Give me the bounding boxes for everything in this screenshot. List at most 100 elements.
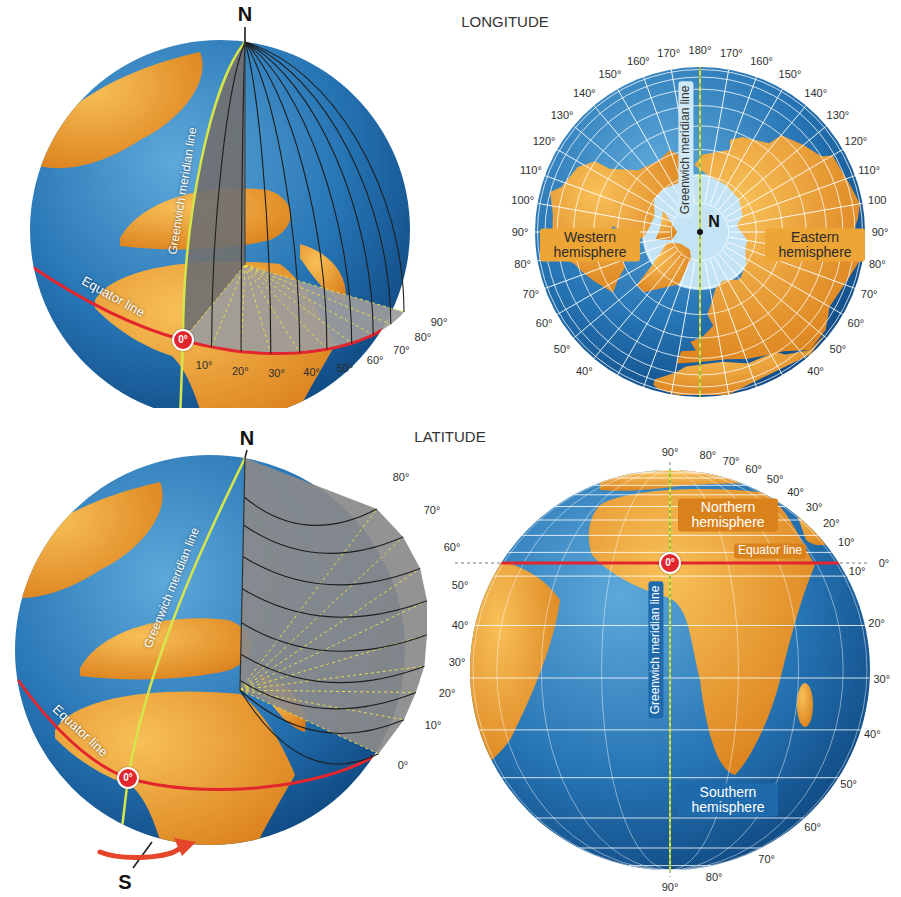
radius-line [245,265,300,353]
meridian-arc [245,42,271,354]
hemisphere-label: Southern hemisphere [678,784,778,817]
meridian-arcs [212,27,404,354]
latitude-arc [243,557,420,585]
degree-label: 130° [551,109,574,121]
degree-label: 70° [758,853,775,865]
hemisphere-label: Western hemisphere [540,229,640,262]
degree-label: 50° [767,473,784,485]
meridian-line [473,470,670,870]
latitude-arc [240,681,416,709]
hemisphere-label: Eastern hemisphere [765,229,865,262]
line-label: Greenwich meridian line [142,526,202,650]
degree-label: 70° [523,288,540,300]
degree-label: 50° [840,778,857,790]
degree-label: 90° [512,226,529,238]
meridian-spoke [574,126,677,213]
degree-label: 140° [804,87,827,99]
latitude-arc [242,589,427,617]
earth-axis [240,458,245,690]
degree-label: 20° [232,365,249,377]
longitude-planes [183,42,404,354]
degree-label: 20° [439,687,456,699]
meridian-spoke [545,176,672,222]
meridian-lines [697,67,703,397]
axis-lines [455,462,868,877]
meridian-line [497,470,670,870]
radius-line [240,690,404,720]
line-label: Equator line [50,702,111,759]
degree-label: 60° [367,354,384,366]
continent-shape [655,211,677,240]
latitude-arcs [100,450,427,868]
degree-label: 20° [868,617,885,629]
degree-label: 90° [662,446,679,458]
degree-label: 170° [720,47,743,59]
meridian-spoke [671,262,695,395]
degree-label: 80° [869,258,886,270]
section-heading: LONGITUDE [461,14,549,31]
meridian-spoke [705,70,729,203]
degree-label: 40° [576,365,593,377]
hemisphere-label: Northern hemisphere [678,499,778,532]
line-label: Greenwich meridian line [166,126,199,255]
degree-label: 0° [879,557,890,569]
meridian-spoke [557,150,674,218]
equator-line [18,680,379,790]
latitude-plane [240,458,427,754]
degree-label: 50° [337,362,354,374]
madagascar-shape [797,683,813,727]
section-heading: LATITUDE [414,429,485,446]
degree-label: 70° [393,344,410,356]
origin-label: 0° [665,558,675,568]
meridian-spoke [574,251,677,338]
degree-label: 50° [830,343,847,355]
meridian-guide [670,462,671,877]
radius-line [240,509,377,690]
degree-label: 0° [398,759,409,771]
meridian-spoke [618,89,686,206]
equator-guide [840,563,868,564]
degree-label: 30° [873,672,890,684]
degree-label: 140° [573,87,596,99]
origin-marker: 0° [659,552,681,574]
degree-label: 10° [838,536,855,548]
meridian-arc [245,42,300,353]
latitude-arc [244,497,377,525]
degree-label: 100° [511,194,534,206]
radius-line [240,666,424,690]
line-label: Greenwich meridian line [678,82,693,219]
latitude-arc [240,690,379,764]
origin-label: 0° [123,773,133,783]
degree-label: 40° [452,619,469,631]
meridian-spoke [594,106,681,209]
meridian-spoke [719,255,806,358]
meridian-spoke [705,262,729,395]
meridian-arc [245,42,327,349]
meridian-spoke [730,203,863,227]
globe-bottom-right [455,462,870,877]
greenwich-meridian [180,42,245,408]
globe-sphere [535,67,865,397]
origin-label: 0° [178,335,188,345]
degree-label: 40° [807,365,824,377]
degree-label: 170° [657,47,680,59]
degree-label: 80° [514,258,531,270]
degree-label: 30° [806,500,823,512]
radius-line [240,601,427,690]
meridian-spoke [538,203,671,227]
degree-label: 60° [444,541,461,553]
latitude-arc [240,690,404,733]
globe-bottom-left [0,450,427,868]
meridian-arc [245,42,391,324]
radius-line [183,265,245,340]
pole-label: S [118,871,131,893]
degree-label: 60° [848,317,865,329]
earth-axis [244,27,246,42]
earth-axis [245,42,246,265]
radius-line [240,569,420,691]
line-label: Greenwich meridian line [648,582,663,719]
globe-lines [25,42,410,408]
degree-label: 120° [845,135,868,147]
